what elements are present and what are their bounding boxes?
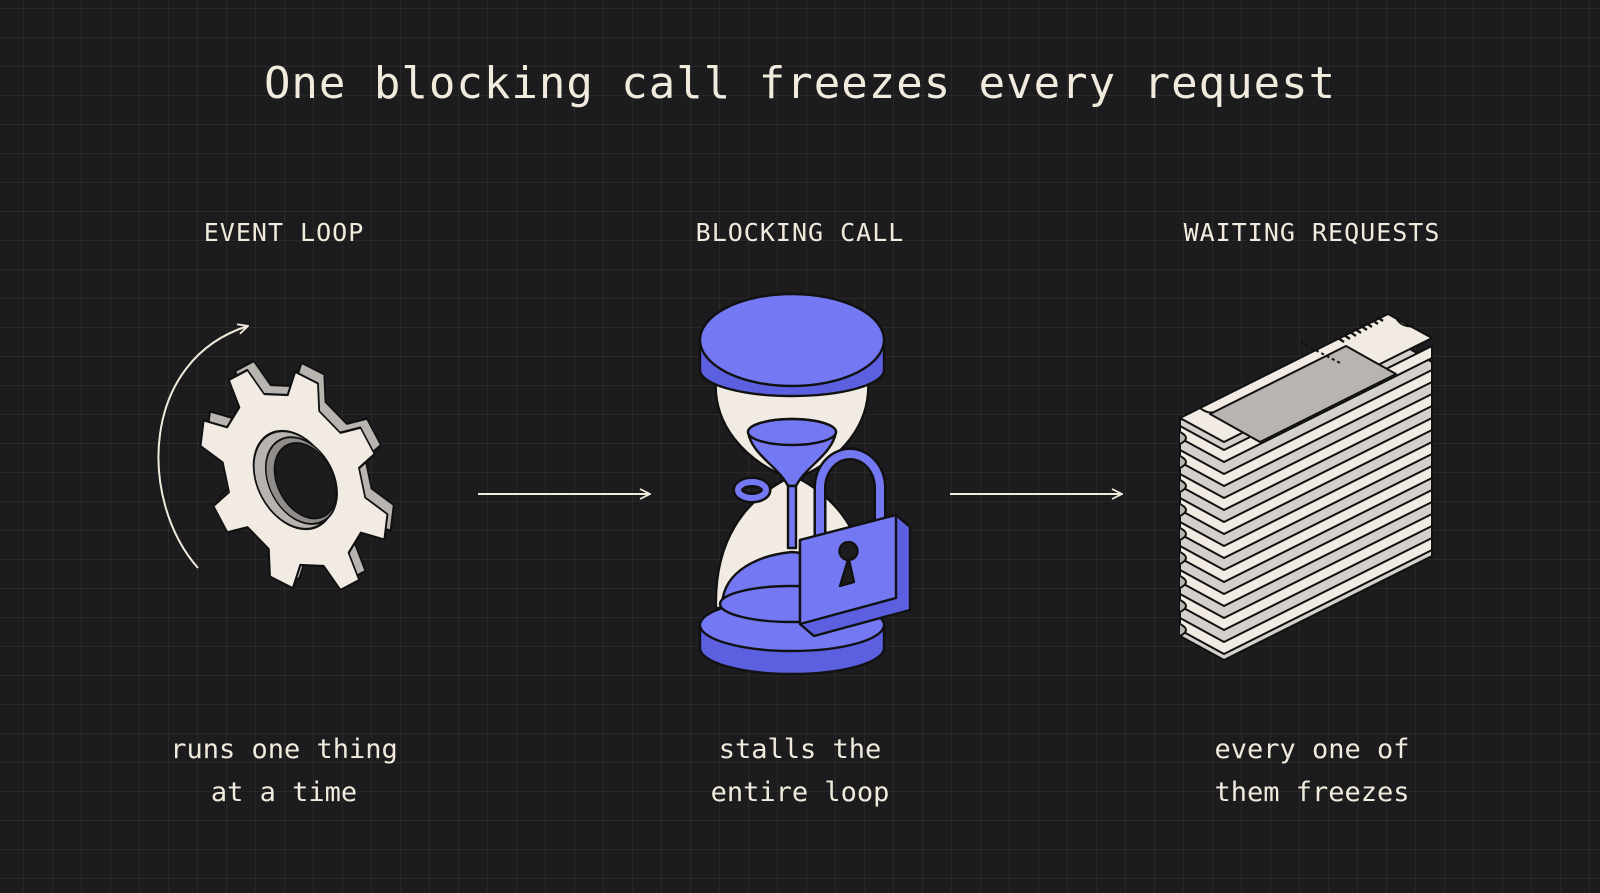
waiting-requests-caption-line-2: them freezes bbox=[1214, 777, 1410, 808]
diagram-title: One blocking call freezes every request bbox=[263, 58, 1337, 109]
rotation-arrow bbox=[157, 326, 248, 569]
waiting-requests-label: WAITING REQUESTS bbox=[1183, 218, 1441, 247]
event-loop-caption-line-2: at a time bbox=[210, 777, 358, 808]
blocking-call-caption-line-1: stalls the bbox=[718, 734, 882, 765]
blocking-call-caption-line-2: entire loop bbox=[710, 777, 890, 808]
ticket-stack-icon bbox=[1179, 313, 1433, 661]
waiting-requests-caption-line-1: every one of bbox=[1214, 734, 1410, 765]
hourglass-lock-icon bbox=[698, 292, 912, 676]
blocking-call-label: BLOCKING CALL bbox=[695, 218, 905, 247]
event-loop-label: EVENT LOOP bbox=[203, 218, 365, 247]
blocking-call-caption: stalls the entire loop bbox=[600, 728, 1000, 814]
event-loop-caption: runs one thing at a time bbox=[84, 728, 484, 814]
event-loop-caption-line-1: runs one thing bbox=[170, 734, 398, 765]
waiting-requests-caption: every one of them freezes bbox=[1112, 728, 1512, 814]
gear-icon bbox=[157, 326, 395, 592]
